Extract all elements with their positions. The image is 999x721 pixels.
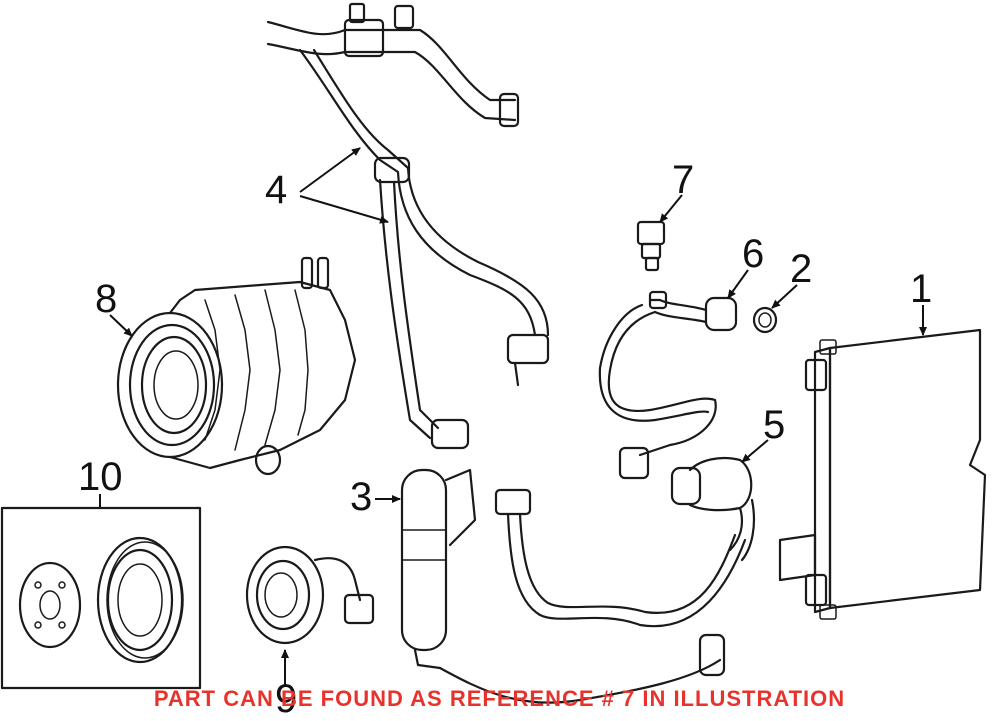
callout-4: 4 [265,168,287,212]
callout-2: 2 [790,247,812,291]
clutch-kit-part-10 [0,506,202,690]
discharge-line-part-5 [670,456,756,562]
callout-9: 9 [275,677,297,721]
callout-1: 1 [910,267,932,311]
field-coil-part-9 [245,545,375,645]
callout-8: 8 [95,277,117,321]
liquid-line [438,488,747,704]
reference-notice: PART CAN BE FOUND AS REFERENCE # 7 IN IL… [153,686,846,711]
callout-10: 10 [78,455,123,499]
callout-6: 6 [742,232,764,276]
ac-line-assembly-part-4 [266,2,550,450]
callout-3: 3 [350,475,372,519]
o-ring-part-2 [752,306,778,334]
condenser-part-1 [778,328,987,620]
receiver-drier-part-3 [400,468,477,670]
ac-compressor-part-8 [116,256,357,476]
suction-line-part-6 [598,290,738,480]
callout-7: 7 [672,158,694,202]
pressure-switch-part-7 [636,220,666,272]
callout-5: 5 [763,403,785,447]
